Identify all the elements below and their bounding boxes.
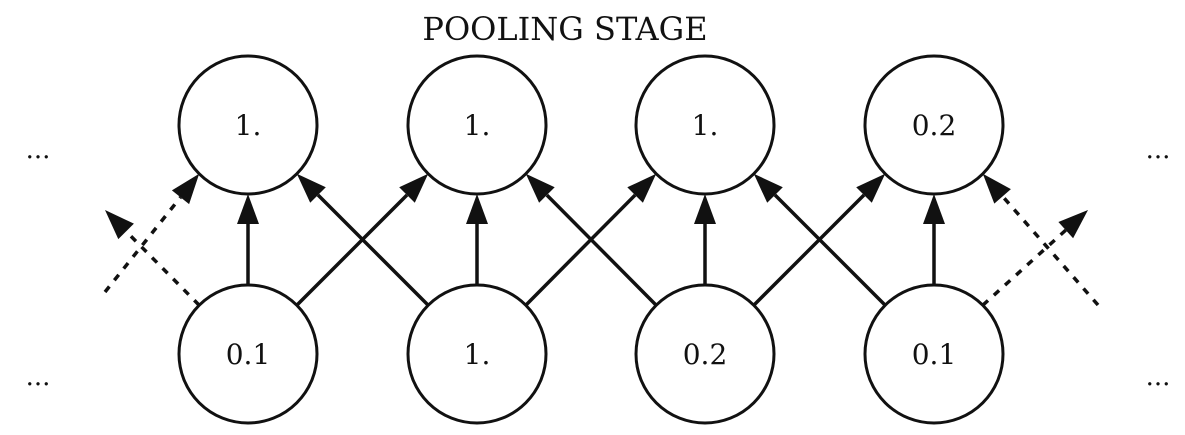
arrowhead-icon	[856, 173, 886, 203]
top-node: 0.2	[863, 54, 1005, 196]
bottom-node: 0.1	[863, 283, 1005, 425]
bottom-node: 0.2	[634, 283, 776, 425]
arrowhead-icon	[525, 173, 555, 203]
connection-line	[773, 193, 887, 307]
arrowhead-icon	[466, 194, 488, 224]
bottom-node: 0.1	[177, 283, 319, 425]
arrowhead-icon	[399, 173, 429, 203]
top-left-ellipsis: ...	[26, 135, 51, 165]
arrowhead-icon	[105, 210, 134, 240]
arrowhead-icon	[753, 173, 783, 203]
connection-line	[545, 193, 658, 307]
connection-line	[524, 193, 637, 307]
bottom-left-ellipsis: ...	[26, 362, 51, 392]
dashed-connection-line	[124, 230, 201, 307]
bottom-node-label: 1.	[464, 338, 491, 371]
arrowhead-icon	[923, 194, 945, 224]
arrowhead-icon	[982, 173, 1011, 204]
top-node-label: 0.2	[912, 109, 957, 142]
bottom-node-label: 0.1	[912, 338, 957, 371]
top-node: 1.	[177, 54, 319, 196]
bottom-node-label: 0.2	[683, 338, 728, 371]
dashed-connection-line	[1001, 195, 1100, 307]
bottom-node: 1.	[406, 283, 548, 425]
arrowhead-icon	[627, 173, 657, 203]
arrowhead-icon	[694, 194, 716, 224]
top-node: 1.	[634, 54, 776, 196]
diagram-title: POOLING STAGE	[422, 10, 707, 48]
dashed-connection-line	[981, 228, 1067, 307]
top-node: 1.	[406, 54, 548, 196]
arrowhead-icon	[171, 173, 200, 205]
arrowhead-icon	[237, 194, 259, 224]
top-node-label: 1.	[692, 109, 719, 142]
top-node-label: 1.	[235, 109, 262, 142]
edges-group	[103, 173, 1100, 307]
arrowhead-icon	[296, 173, 326, 203]
connection-line	[752, 193, 866, 307]
connection-line	[295, 193, 409, 307]
bottom-node-label: 0.1	[226, 338, 271, 371]
bottom-right-ellipsis: ...	[1146, 362, 1171, 392]
connection-line	[316, 193, 430, 307]
top-node-label: 1.	[464, 109, 491, 142]
arrowhead-icon	[1058, 210, 1088, 239]
top-right-ellipsis: ...	[1146, 135, 1171, 165]
dashed-connection-line	[103, 196, 182, 294]
